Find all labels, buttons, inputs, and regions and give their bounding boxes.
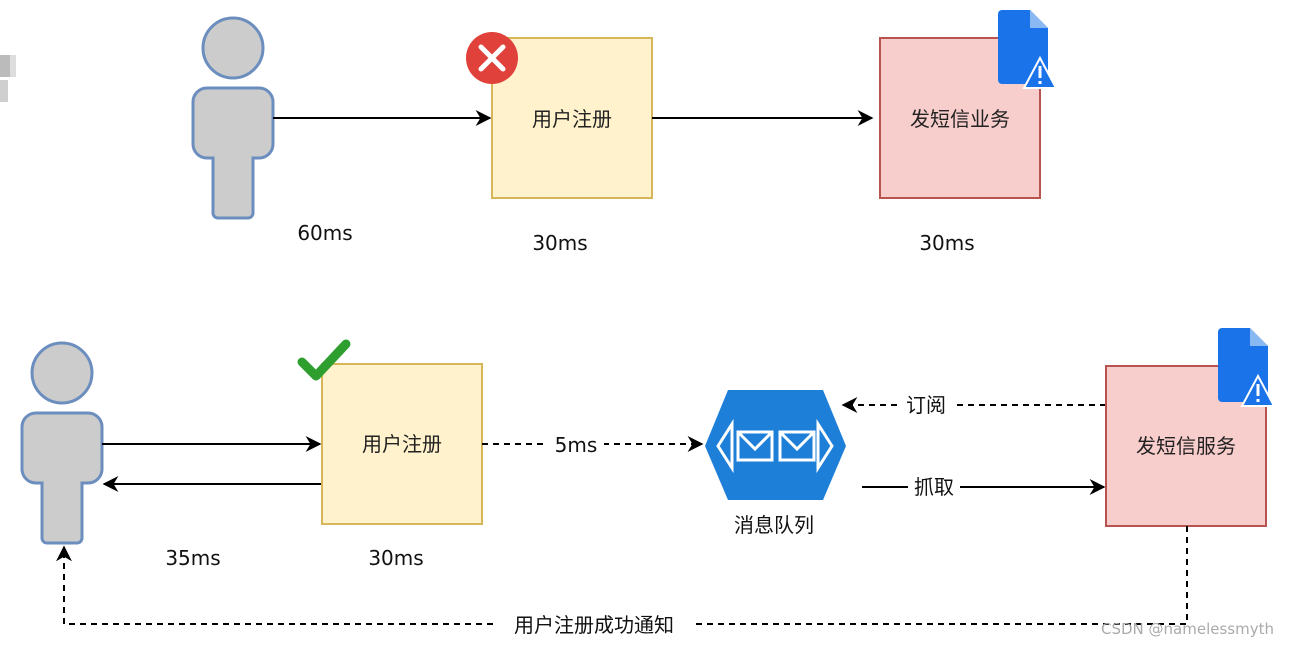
watermark: CSDN @namelessmyth [1101,620,1274,638]
top-register-time: 30ms [532,231,587,255]
bottom-register-box: 用户注册 [321,363,483,525]
top-sms-time: 30ms [919,231,974,255]
notify-arrow [56,526,1188,625]
bottom-register-label: 用户注册 [362,432,442,456]
fetch-label: 抓取 [914,475,954,499]
document-warning-icon [1218,328,1276,407]
notify-label: 用户注册成功通知 [514,613,674,637]
top-sms-label: 发短信业务 [910,107,1010,131]
message-queue-icon [705,390,846,500]
document-warning-icon [998,10,1058,89]
top-register-label: 用户注册 [532,107,612,131]
bottom-sms-label: 发短信服务 [1136,434,1236,458]
error-x-icon [466,32,518,84]
top-user-time: 60ms [297,221,352,245]
bottom-user-time: 35ms [165,546,220,570]
bottom-register-time: 30ms [368,546,423,570]
bottom-person-icon [20,341,104,545]
subscribe-label: 订阅 [906,393,946,417]
edge-artifact [0,55,16,102]
top-register-box: 用户注册 [491,37,653,199]
top-person-icon [191,16,275,220]
queue-label: 消息队列 [734,513,814,537]
checkmark-icon [297,339,351,381]
register-to-queue-label: 5ms [555,433,598,457]
